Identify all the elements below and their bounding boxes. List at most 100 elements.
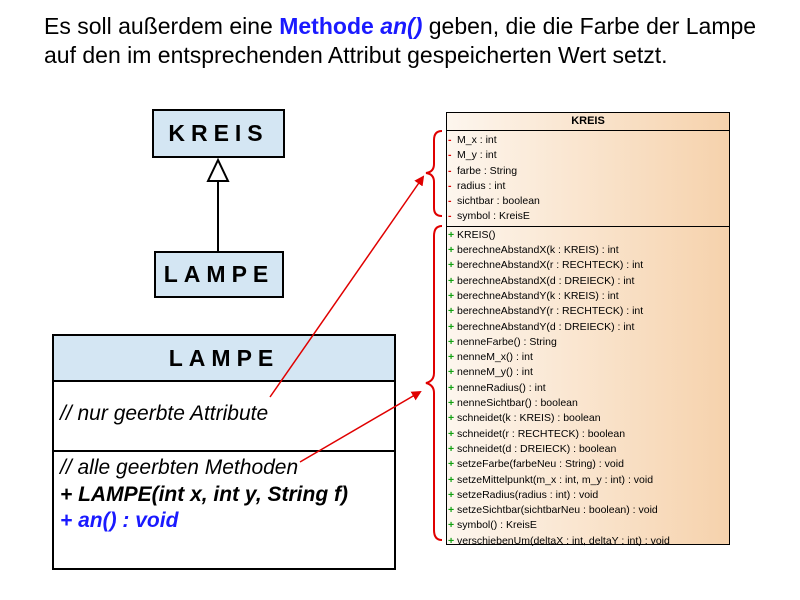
uml-method: +berechneAbstandX(r : RECHTECK) : int [447, 258, 729, 273]
uml-method: +berechneAbstandY(d : DREIECK) : int [447, 320, 729, 335]
uml-method-text: setzeSichtbar(sichtbarNeu : boolean) : v… [457, 504, 658, 517]
attributes-brace [425, 130, 443, 217]
kreis-class-box: KREIS [152, 109, 285, 158]
uml-method-text: berechneAbstandY(d : DREIECK) : int [457, 320, 635, 333]
uml-attribute-text: radius : int [457, 179, 506, 192]
visibility-marker: + [448, 442, 455, 455]
kreis-uml-title: KREIS [447, 113, 729, 131]
visibility-marker: + [448, 289, 455, 302]
uml-method: +schneidet(d : DREIECK) : boolean [447, 442, 729, 457]
heading-part1: Es soll außerdem eine [44, 13, 280, 39]
uml-method: +setzeFarbe(farbeNeu : String) : void [447, 457, 729, 472]
uml-method: +berechneAbstandY(r : RECHTECK) : int [447, 304, 729, 319]
visibility-marker: + [448, 534, 455, 547]
visibility-marker: + [448, 244, 455, 257]
visibility-marker: + [448, 504, 455, 517]
uml-method: +symbol() : KreisE [447, 518, 729, 533]
lampe-attributes-section: // nur geerbte Attribute [54, 382, 394, 452]
lampe-class-label: LAMPE [163, 261, 275, 287]
visibility-marker: + [448, 381, 455, 394]
uml-method-text: KREIS() [457, 228, 496, 241]
uml-method: +nenneM_y() : int [447, 365, 729, 380]
uml-method-text: setzeMittelpunkt(m_x : int, m_y : int) :… [457, 473, 654, 486]
visibility-marker: + [448, 305, 455, 318]
visibility-marker: - [448, 149, 452, 162]
uml-method-text: verschiebenUm(deltaX : int, deltaY : int… [457, 534, 670, 547]
uml-method-text: berechneAbstandX(d : DREIECK) : int [457, 274, 635, 287]
uml-method-text: nenneM_x() : int [457, 351, 533, 364]
uml-attribute-text: symbol : KreisE [457, 210, 530, 223]
heading-part2: geben, die die Farbe der Lampe auf den i… [44, 13, 757, 68]
visibility-marker: + [448, 458, 455, 471]
uml-method: +nenneSichtbar() : boolean [447, 396, 729, 411]
uml-method: +berechneAbstandY(k : KREIS) : int [447, 289, 729, 304]
heading-text: Es soll außerdem eine Methode an() geben… [44, 12, 784, 70]
visibility-marker: + [448, 412, 455, 425]
visibility-marker: + [448, 473, 455, 486]
lampe-methods-comment: // alle geerbten Methoden [60, 456, 299, 479]
visibility-marker: - [448, 134, 452, 146]
uml-method: +berechneAbstandX(k : KREIS) : int [447, 243, 729, 258]
visibility-marker: + [448, 335, 455, 348]
lampe-constructor: + LAMPE(int x, int y, String f) [60, 482, 348, 506]
lampe-class-title: LAMPE [54, 336, 394, 382]
uml-attribute: -M_x : int [447, 133, 729, 148]
uml-attribute: -symbol : KreisE [447, 209, 729, 224]
uml-attribute-text: M_x : int [457, 134, 497, 146]
uml-method-text: nenneSichtbar() : boolean [457, 397, 578, 410]
visibility-marker: + [448, 351, 455, 364]
lampe-methods-section: // alle geerbten Methoden + LAMPE(int x,… [54, 452, 394, 535]
lampe-attributes-comment: // nur geerbte Attribute [60, 402, 269, 425]
methods-arrow [299, 390, 422, 463]
visibility-marker: + [448, 488, 455, 501]
uml-method: +KREIS() [447, 228, 729, 243]
uml-method-text: setzeRadius(radius : int) : void [457, 488, 599, 501]
uml-method: +schneidet(r : RECHTECK) : boolean [447, 427, 729, 442]
uml-method: +setzeMittelpunkt(m_x : int, m_y : int) … [447, 473, 729, 488]
uml-attribute: -radius : int [447, 179, 729, 194]
uml-method: +berechneAbstandX(d : DREIECK) : int [447, 274, 729, 289]
uml-method: +setzeRadius(radius : int) : void [447, 488, 729, 503]
uml-attribute: -farbe : String [447, 164, 729, 179]
lampe-class-box: LAMPE [154, 251, 284, 298]
kreis-uml-attributes: -M_x : int-M_y : int-farbe : String-radi… [447, 131, 729, 227]
uml-method: +setzeSichtbar(sichtbarNeu : boolean) : … [447, 503, 729, 518]
uml-method-text: symbol() : KreisE [457, 519, 537, 532]
visibility-marker: + [448, 427, 455, 440]
visibility-marker: + [448, 274, 455, 287]
methods-brace [425, 225, 443, 541]
visibility-marker: + [448, 397, 455, 410]
uml-method: +verschiebenUm(deltaX : int, deltaY : in… [447, 534, 729, 549]
uml-method-text: nenneFarbe() : String [457, 335, 557, 348]
uml-attribute: -M_y : int [447, 148, 729, 163]
visibility-marker: - [448, 164, 452, 177]
uml-method-text: setzeFarbe(farbeNeu : String) : void [457, 458, 624, 471]
visibility-marker: + [448, 519, 455, 532]
visibility-marker: + [448, 228, 455, 241]
uml-method: +nenneRadius() : int [447, 381, 729, 396]
uml-attribute-text: M_y : int [457, 149, 497, 162]
lampe-an-method: + an() : void [60, 509, 179, 532]
visibility-marker: + [448, 320, 455, 333]
visibility-marker: + [448, 366, 455, 379]
uml-method-text: schneidet(k : KREIS) : boolean [457, 412, 601, 425]
kreis-class-label: KREIS [168, 120, 269, 146]
kreis-uml-class: KREIS -M_x : int-M_y : int-farbe : Strin… [446, 112, 730, 547]
inheritance-triangle [206, 157, 230, 182]
uml-method: +schneidet(k : KREIS) : boolean [447, 411, 729, 426]
visibility-marker: + [448, 259, 455, 272]
uml-method-text: schneidet(r : RECHTECK) : boolean [457, 427, 626, 440]
uml-method-text: nenneM_y() : int [457, 366, 533, 379]
uml-method-text: berechneAbstandX(r : RECHTECK) : int [457, 259, 644, 272]
uml-attribute-text: sichtbar : boolean [457, 195, 540, 208]
heading-keyword: Methode [279, 13, 374, 39]
uml-method: +nenneFarbe() : String [447, 335, 729, 350]
uml-method-text: berechneAbstandY(k : KREIS) : int [457, 289, 619, 302]
uml-method-text: schneidet(d : DREIECK) : boolean [457, 442, 617, 455]
uml-method-text: berechneAbstandX(k : KREIS) : int [457, 244, 619, 257]
uml-method-text: nenneRadius() : int [457, 381, 546, 394]
visibility-marker: - [448, 210, 452, 223]
attributes-arrow [269, 175, 425, 398]
uml-method-text: berechneAbstandY(r : RECHTECK) : int [457, 305, 644, 318]
